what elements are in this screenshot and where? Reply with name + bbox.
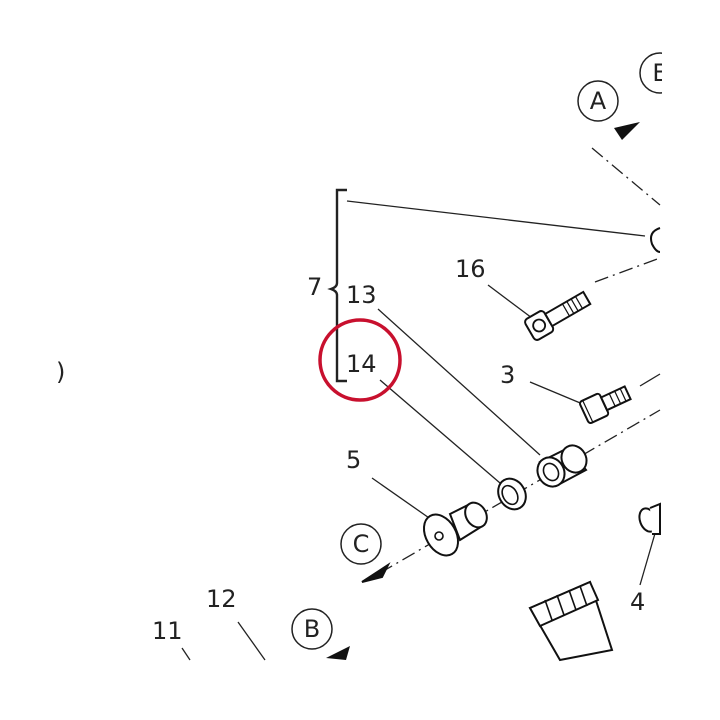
- callout-16: 16: [455, 255, 486, 283]
- callout-3: 3: [500, 361, 515, 389]
- knurled-shaft: [528, 580, 614, 662]
- leader-16: [487, 284, 533, 319]
- leader-13: [377, 308, 541, 456]
- callout-14: 14: [346, 350, 377, 378]
- arrow-a-icon: [614, 122, 640, 140]
- right-edge-parts: [639, 227, 661, 387]
- callout-5: 5: [346, 446, 361, 474]
- bushing-13: [536, 444, 588, 488]
- group-7-bracket: [327, 188, 646, 383]
- callout-numbers: 16 7 13 14 3 5 4 12 11 ): [56, 255, 645, 645]
- leader-3: [529, 381, 586, 406]
- callout-4: 4: [630, 588, 645, 616]
- leader-11: [181, 647, 191, 661]
- svg-text:C: C: [353, 530, 370, 558]
- leader-5: [371, 477, 433, 521]
- leader-14: [379, 379, 501, 484]
- arrow-c-icon: [361, 562, 391, 583]
- svg-text:B: B: [304, 615, 320, 643]
- arrow-b-icon: [326, 646, 350, 660]
- direction-arrows: [326, 122, 640, 660]
- leader-4: [639, 529, 657, 586]
- callout-12: 12: [206, 585, 237, 613]
- washer-14: [497, 477, 527, 511]
- leader-lines: [181, 284, 657, 661]
- stray-parenthesis: ): [56, 358, 65, 386]
- svg-text:A: A: [590, 87, 607, 115]
- center-lines: [379, 147, 661, 574]
- view-marker-a: A: [577, 80, 619, 122]
- bolt16-centerline: [594, 257, 661, 283]
- bolt-16: [524, 290, 592, 341]
- highlight-circle-callout-14: [318, 318, 402, 402]
- callout-7: 7: [307, 273, 322, 301]
- nut-4: [638, 502, 661, 535]
- collar-5: [422, 501, 488, 557]
- bolt-3: [579, 385, 632, 424]
- axis-a-centerline: [591, 147, 661, 206]
- callout-11: 11: [152, 617, 183, 645]
- view-marker-b: B: [291, 608, 333, 650]
- view-marker-c: C: [340, 523, 382, 565]
- right-clip-mask: [662, 0, 720, 720]
- leader-12: [237, 621, 266, 661]
- callout-13: 13: [346, 281, 377, 309]
